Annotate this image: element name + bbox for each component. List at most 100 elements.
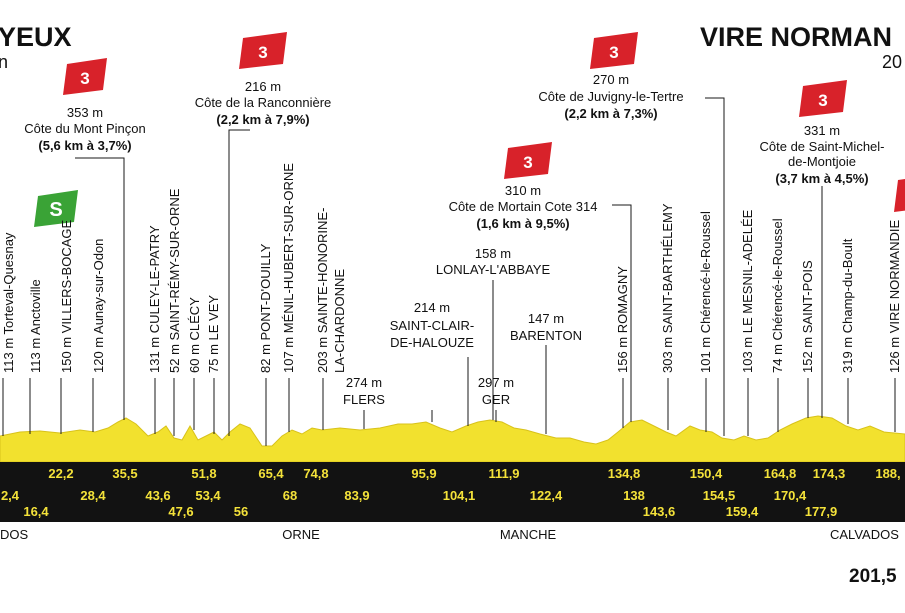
svg-text:Côte de Juvigny-le-Tertre: Côte de Juvigny-le-Tertre bbox=[538, 89, 683, 104]
km-bottom-label: 83,9 bbox=[344, 488, 369, 503]
svg-text:Côte de Saint-Michel-: Côte de Saint-Michel- bbox=[760, 139, 885, 154]
svg-text:(1,6 km à 9,5%): (1,6 km à 9,5%) bbox=[476, 216, 569, 231]
climb-badge-mont-pincon: 3 bbox=[63, 58, 107, 95]
km-top-label: 134,8 bbox=[608, 466, 641, 481]
horizontal-labels: 274 m FLERS 214 m SAINT-CLAIR- DE-HALOUZ… bbox=[343, 246, 582, 407]
hlabel-name: DE-HALOUZE bbox=[390, 335, 474, 350]
hlabel-alt: 274 m bbox=[346, 375, 382, 390]
km-bottom-label: 177,9 bbox=[805, 504, 838, 519]
vlabel: 101 m Chérencé-le-Roussel bbox=[698, 211, 713, 373]
climb-label-ranconniere: 216 m Côte de la Ranconnière (2,2 km à 7… bbox=[195, 79, 332, 127]
km-top-label: 174,3 bbox=[813, 466, 846, 481]
km-bottom-label: 47,6 bbox=[168, 504, 193, 519]
vlabel: LA-CHARDONNE bbox=[332, 269, 347, 373]
svg-text:(5,6 km à 3,7%): (5,6 km à 3,7%) bbox=[38, 138, 131, 153]
svg-text:de-Montjoie: de-Montjoie bbox=[788, 154, 856, 169]
km-top-label: 51,8 bbox=[191, 466, 216, 481]
vlabel: 150 m VILLERS-BOCAGE bbox=[59, 220, 74, 373]
svg-text:270 m: 270 m bbox=[593, 72, 629, 87]
svg-text:3: 3 bbox=[258, 43, 267, 62]
svg-text:353 m: 353 m bbox=[67, 105, 103, 120]
vlabel: 203 m SAINTE-HONORINE- bbox=[315, 208, 330, 373]
km-bottom-label: 56 bbox=[234, 504, 248, 519]
start-distance: n bbox=[0, 52, 8, 72]
km-top-label: 65,4 bbox=[258, 466, 284, 481]
vlabel: 82 m PONT-D'OUILLY bbox=[258, 243, 273, 373]
km-bottom-label: 154,5 bbox=[703, 488, 736, 503]
km-top-label: 150,4 bbox=[690, 466, 723, 481]
hlabel-name: GER bbox=[482, 392, 510, 407]
vlabel: 60 m CLÉCY bbox=[187, 297, 202, 373]
km-bottom-label: 28,4 bbox=[80, 488, 106, 503]
km-bottom-label: 2,4 bbox=[1, 488, 20, 503]
vlabel: 156 m ROMAGNY bbox=[615, 266, 630, 373]
climb-label-mortain: 310 m Côte de Mortain Cote 314 (1,6 km à… bbox=[449, 183, 598, 231]
vlabel: 126 m VIRE NORMANDIE bbox=[887, 220, 902, 373]
km-top-label: 95,9 bbox=[411, 466, 436, 481]
climb-badge-edge bbox=[894, 179, 905, 212]
km-bottom-label: 16,4 bbox=[23, 504, 49, 519]
sprint-badge: S bbox=[34, 190, 78, 227]
hlabel-alt: 297 m bbox=[478, 375, 514, 390]
elevation-profile bbox=[0, 415, 905, 463]
total-distance: 201,5 bbox=[849, 566, 897, 587]
climb-badge-saint-michel: 3 bbox=[799, 80, 847, 117]
km-top-label: 35,5 bbox=[112, 466, 137, 481]
km-band bbox=[0, 462, 905, 522]
km-bottom-label: 53,4 bbox=[195, 488, 221, 503]
km-bottom-row: 2,4 16,4 28,4 43,6 47,6 53,4 56 68 83,9 … bbox=[1, 488, 837, 519]
svg-text:3: 3 bbox=[523, 153, 532, 172]
km-bottom-label: 170,4 bbox=[774, 488, 807, 503]
km-bottom-label: 143,6 bbox=[643, 504, 676, 519]
km-bottom-label: 68 bbox=[283, 488, 297, 503]
svg-text:(2,2 km à 7,9%): (2,2 km à 7,9%) bbox=[216, 112, 309, 127]
svg-text:Côte de Mortain Cote 314: Côte de Mortain Cote 314 bbox=[449, 199, 598, 214]
vlabel: 52 m SAINT-RÉMY-SUR-ORNE bbox=[167, 188, 182, 373]
department-label: ORNE bbox=[282, 527, 320, 542]
km-top-label: 188, bbox=[875, 466, 900, 481]
svg-text:3: 3 bbox=[80, 69, 89, 88]
department-label: DOS bbox=[0, 527, 29, 542]
svg-text:3: 3 bbox=[609, 43, 618, 62]
vlabel: 120 m Aunay-sur-Odon bbox=[91, 239, 106, 373]
km-bottom-label: 104,1 bbox=[443, 488, 476, 503]
climb-badge-mortain: 3 bbox=[504, 142, 552, 179]
hlabel-alt: 158 m bbox=[475, 246, 511, 261]
vlabel: 103 m LE MESNIL-ADELÉE bbox=[740, 209, 755, 373]
hlabel-name: LONLAY-L'ABBAYE bbox=[436, 262, 551, 277]
svg-text:3: 3 bbox=[818, 91, 827, 110]
vlabel: 131 m CULEY-LE-PATRY bbox=[147, 225, 162, 373]
sprint-icon: S bbox=[49, 199, 62, 221]
climb-label-saint-michel: 331 m Côte de Saint-Michel- de-Montjoie … bbox=[760, 123, 885, 186]
vlabel: 152 m SAINT-POIS bbox=[800, 260, 815, 373]
svg-text:310 m: 310 m bbox=[505, 183, 541, 198]
svg-text:Côte de la Ranconnière: Côte de la Ranconnière bbox=[195, 95, 332, 110]
department-labels: DOS ORNE MANCHE CALVADOS bbox=[0, 527, 899, 542]
finish-city: VIRE NORMAN bbox=[700, 22, 892, 52]
km-bottom-label: 138 bbox=[623, 488, 645, 503]
climb-label-mont-pincon: 353 m Côte du Mont Pinçon (5,6 km à 3,7%… bbox=[24, 105, 145, 153]
km-top-row: 22,2 35,5 51,8 65,4 74,8 95,9 111,9 134,… bbox=[48, 466, 900, 481]
hlabel-name: BARENTON bbox=[510, 328, 582, 343]
km-top-label: 22,2 bbox=[48, 466, 73, 481]
svg-text:216 m: 216 m bbox=[245, 79, 281, 94]
hlabel-name: FLERS bbox=[343, 392, 385, 407]
vlabel: 113 m Anctoville bbox=[28, 279, 43, 373]
vlabel: 113 m Torteval-Quesnay bbox=[1, 232, 16, 373]
svg-text:Côte du Mont Pinçon: Côte du Mont Pinçon bbox=[24, 121, 145, 136]
department-label: CALVADOS bbox=[830, 527, 899, 542]
vlabel: 107 m MÉNIL-HUBERT-SUR-ORNE bbox=[281, 163, 296, 373]
km-top-label: 74,8 bbox=[303, 466, 328, 481]
vlabel: 74 m Chérencé-le-Roussel bbox=[770, 218, 785, 373]
km-top-label: 164,8 bbox=[764, 466, 797, 481]
vlabel: 319 m Champ-du-Boult bbox=[840, 238, 855, 373]
svg-text:331 m: 331 m bbox=[804, 123, 840, 138]
km-bottom-label: 122,4 bbox=[530, 488, 563, 503]
leader-lines bbox=[2, 97, 896, 446]
svg-text:(3,7 km à 4,5%): (3,7 km à 4,5%) bbox=[775, 171, 868, 186]
km-top-label: 111,9 bbox=[488, 466, 519, 481]
climb-badge-ranconniere: 3 bbox=[239, 32, 287, 69]
km-bottom-label: 159,4 bbox=[726, 504, 759, 519]
start-city: YEUX bbox=[0, 22, 72, 52]
